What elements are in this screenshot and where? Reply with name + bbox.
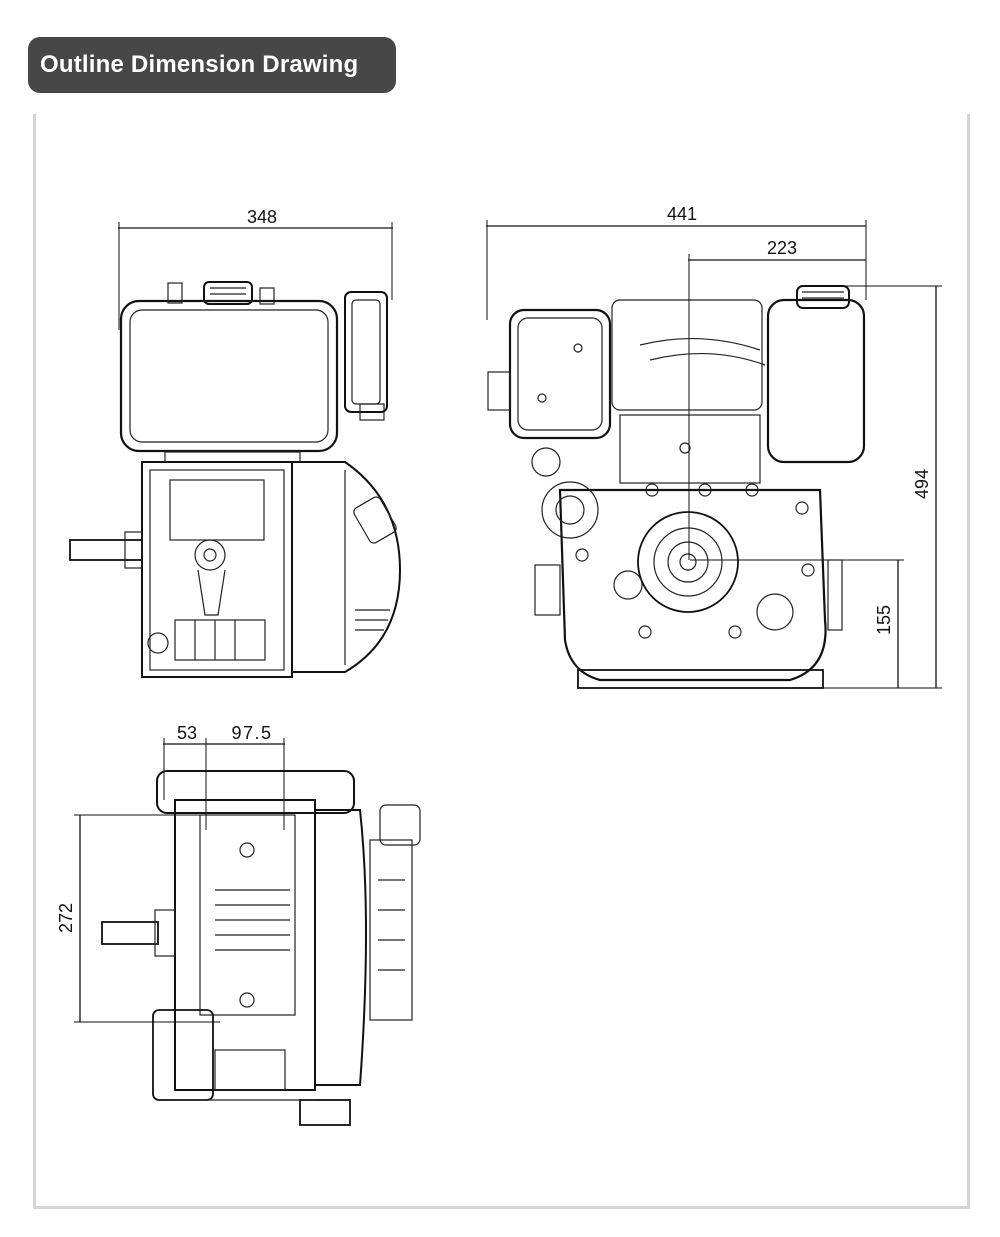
side-boss	[541, 481, 599, 539]
shaft-center	[679, 553, 697, 571]
top-pto-end	[299, 1099, 351, 1126]
top-shaft-collar	[154, 909, 176, 957]
engine-block	[141, 461, 293, 678]
oil-filler	[756, 593, 794, 631]
side-fuel-tank	[766, 298, 866, 464]
flywheel-cover	[291, 461, 402, 673]
top-recoil-handle	[379, 804, 421, 846]
top-depth-label: 272	[56, 903, 76, 933]
case-bolt	[801, 563, 815, 577]
governor-boss	[194, 539, 226, 571]
recoil-handle	[353, 496, 397, 544]
engine-base	[577, 669, 824, 689]
cylinder-fins-zone	[199, 814, 296, 1016]
shaft-height-label: 155	[874, 605, 894, 635]
side-height-label: 494	[912, 469, 932, 499]
muffler-outlet	[359, 403, 385, 421]
head-bolt	[239, 842, 255, 858]
side-view: 441 223 494 155	[486, 204, 942, 689]
cylinder-head	[611, 299, 763, 411]
page-title: Outline Dimension Drawing	[40, 51, 359, 78]
output-shaft	[69, 539, 143, 561]
air-filter-bolt	[537, 393, 547, 403]
pump-bolt	[679, 442, 691, 454]
case-bolt	[698, 483, 712, 497]
oil-gauge	[613, 570, 643, 600]
top-dim-a-label: 53	[177, 723, 197, 743]
fuel-tank	[119, 299, 339, 453]
governor-boss-center	[203, 548, 217, 562]
air-filter	[508, 308, 612, 440]
main-bearing-cover	[637, 511, 739, 613]
case-bolt	[575, 548, 589, 562]
muffler-inner	[351, 299, 381, 405]
case-bolt	[645, 483, 659, 497]
control-lever	[197, 569, 226, 616]
case-bolt	[745, 483, 759, 497]
side-boss-center	[555, 495, 585, 525]
oil-pan	[174, 619, 266, 661]
main-bearing-inner	[667, 541, 709, 583]
top-view: 53 97.5 272	[56, 723, 421, 1126]
crankcase	[558, 488, 827, 682]
side-length-label: 441	[667, 204, 697, 224]
case-bolt	[638, 625, 652, 639]
pump-housing	[619, 414, 761, 484]
fuel-pipe	[649, 352, 766, 366]
fuel-pipe	[639, 337, 761, 351]
drawing-frame	[33, 114, 970, 1209]
top-muffler	[152, 1009, 214, 1101]
top-dim-b-label: 97.5	[231, 723, 272, 743]
air-intake	[487, 371, 511, 411]
top-starter	[214, 1049, 286, 1091]
top-cooling-shroud	[369, 839, 413, 1021]
air-filter-inner	[517, 317, 603, 431]
top-output-shaft	[101, 921, 159, 945]
governor-lever-hub	[531, 447, 561, 477]
tank-bracket	[259, 287, 275, 305]
drain-plug	[147, 632, 169, 654]
case-bolt	[728, 625, 742, 639]
main-bearing-ring	[653, 527, 723, 597]
top-fuel-tank	[156, 770, 355, 814]
head-bolt	[239, 992, 255, 1008]
tank-bracket	[167, 282, 183, 304]
flywheel-edge	[827, 559, 843, 631]
air-filter-bolt	[573, 343, 583, 353]
engine-block-inner	[149, 469, 285, 671]
side-fuel-cap	[796, 285, 850, 309]
fuel-tank-inner	[129, 309, 329, 443]
fuel-cap	[203, 281, 253, 305]
fuel-line	[164, 451, 301, 462]
side-offset-label: 223	[767, 238, 797, 258]
header-badge: Outline Dimension Drawing	[28, 37, 396, 93]
shaft-collar	[124, 531, 143, 569]
front-view: 348	[69, 207, 402, 678]
injection-pump	[169, 479, 265, 541]
front-width-label: 348	[247, 207, 277, 227]
muffler	[344, 291, 388, 413]
top-flywheel-cover	[314, 809, 367, 1086]
governor-plate	[534, 564, 561, 616]
case-bolt	[795, 501, 809, 515]
